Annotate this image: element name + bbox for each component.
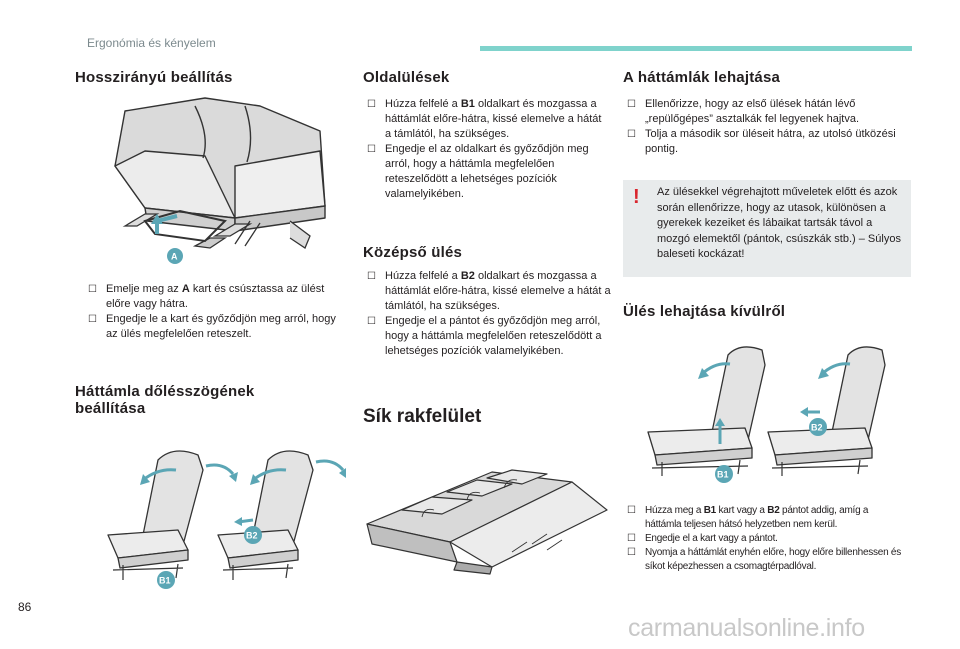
list-item: ☐Emelje meg az A kart és csúsztassa az ü… — [88, 283, 325, 310]
section-header: Ergonómia és kényelem — [87, 36, 216, 50]
watermark: carmanualsonline.info — [628, 614, 865, 642]
list-item: ☐Ellenőrizze, hogy az első ülések hátán … — [627, 98, 860, 125]
exclamation-icon: ! — [633, 186, 640, 208]
checkbox-bullet-icon: ☐ — [627, 505, 636, 516]
warning-text: Az ülésekkel végrehajtott műveletek előt… — [657, 186, 901, 260]
list-item: ☐Engedje el az oldalkart és győződjön me… — [367, 143, 589, 200]
title-fold-backrests: A háttámlák lehajtása — [623, 69, 781, 86]
list-fold-backrests: ☐Ellenőrizze, hogy az első ülések hátán … — [627, 97, 902, 157]
list-middle-seat: ☐Húzza felfelé a B2 oldalkart és mozgass… — [367, 269, 617, 359]
warning-panel: ! Az ülésekkel végrehajtott műveletek el… — [623, 180, 911, 277]
checkbox-bullet-icon: ☐ — [627, 547, 636, 558]
title-side-seats: Oldalülések — [363, 69, 450, 86]
title-longitudinal-adjustment: Hosszirányú beállítás — [75, 69, 233, 86]
list-item: ☐Engedje le a kart és győződjön meg arró… — [88, 313, 336, 340]
title-middle-seat: Középső ülés — [363, 244, 463, 261]
checkbox-bullet-icon: ☐ — [627, 129, 636, 140]
checkbox-bullet-icon: ☐ — [627, 533, 636, 544]
title-fold-from-outside: Ülés lehajtása kívülről — [623, 303, 786, 320]
list-side-seats: ☐Húzza felfelé a B1 oldalkart és mozgass… — [367, 97, 607, 202]
header-accent-bar — [480, 46, 912, 51]
list-longitudinal: ☐Emelje meg az A kart és csúsztassa az ü… — [88, 282, 338, 342]
list-item: ☐Húzza meg a B1 kart vagy a B2 pántot ad… — [627, 505, 869, 530]
list-item: ☐Tolja a második sor üléseit hátra, az u… — [627, 128, 896, 155]
checkbox-bullet-icon: ☐ — [367, 271, 376, 282]
checkbox-bullet-icon: ☐ — [367, 99, 376, 110]
list-item: ☐Engedje el a kart vagy a pántot. — [627, 533, 778, 544]
fold-outside-illustration: B1 B2 — [647, 346, 886, 483]
label-a: A — [171, 252, 178, 262]
checkbox-bullet-icon: ☐ — [367, 144, 376, 155]
checkbox-bullet-icon: ☐ — [627, 99, 636, 110]
list-item: ☐Nyomja a háttámlát enyhén előre, hogy e… — [627, 547, 901, 572]
label-b2: B2 — [811, 423, 823, 433]
page-number: 86 — [18, 600, 32, 614]
list-item: ☐Húzza felfelé a B2 oldalkart és mozgass… — [367, 270, 611, 312]
checkbox-bullet-icon: ☐ — [88, 314, 97, 325]
checkbox-bullet-icon: ☐ — [88, 284, 97, 295]
label-b1: B1 — [159, 576, 171, 586]
checkbox-bullet-icon: ☐ — [367, 316, 376, 327]
label-b2: B2 — [246, 531, 258, 541]
seat-lever-illustration: A — [114, 97, 326, 264]
label-b1: B1 — [717, 470, 729, 480]
list-item: ☐Engedje el a pántot és győződjön meg ar… — [367, 315, 602, 357]
list-item: ☐Húzza felfelé a B1 oldalkart és mozgass… — [367, 98, 602, 140]
flat-floor-illustration — [366, 469, 608, 575]
title-flat-floor: Sík rakfelület — [363, 406, 482, 427]
backrest-tilt-illustration: B1 B2 — [107, 450, 346, 589]
list-fold-outside: ☐Húzza meg a B1 kart vagy a B2 pántot ad… — [627, 504, 905, 574]
